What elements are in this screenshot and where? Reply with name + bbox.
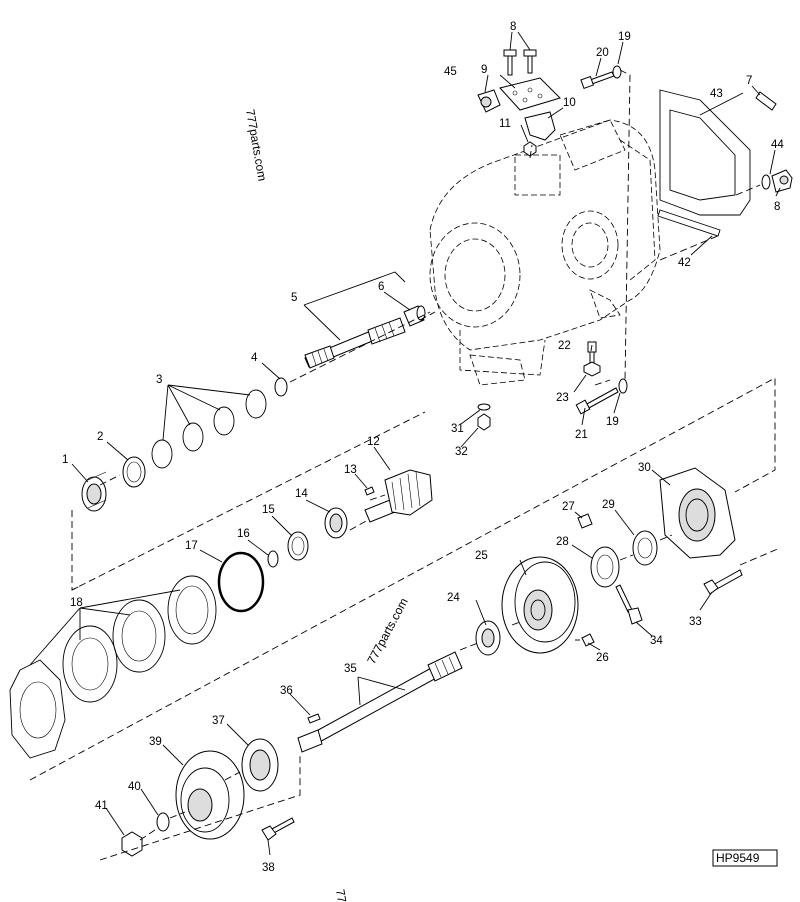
callout-29: 29 xyxy=(602,499,615,511)
callout-43: 43 xyxy=(710,88,723,100)
key-36 xyxy=(307,713,321,724)
callout-14: 14 xyxy=(295,488,308,500)
callout-39: 39 xyxy=(149,736,162,748)
rings-3 xyxy=(151,389,267,469)
callout-32: 32 xyxy=(455,446,468,458)
transmission-housing xyxy=(429,119,661,386)
clip-45 xyxy=(477,89,501,113)
bushing-6 xyxy=(403,305,426,327)
callout-21: 21 xyxy=(575,429,588,441)
pin-7 xyxy=(755,91,777,111)
plate-9 xyxy=(499,77,561,111)
callout-11: 11 xyxy=(499,118,511,130)
seal-29 xyxy=(632,530,658,566)
key-13 xyxy=(364,486,375,496)
bolt-20 xyxy=(580,65,622,90)
drain-plug-31-32 xyxy=(477,403,491,431)
callout-28: 28 xyxy=(556,536,569,548)
callout-42: 44 xyxy=(771,139,784,151)
callout-44: 42 xyxy=(678,257,691,269)
bearing-1 xyxy=(81,471,107,512)
callout-41: 41 xyxy=(95,800,108,812)
seal-28 xyxy=(590,546,620,588)
callout-25: 25 xyxy=(475,550,488,562)
race-2 xyxy=(122,456,146,488)
shims-18 xyxy=(9,575,217,759)
race-15 xyxy=(287,531,309,561)
bearing-24 xyxy=(475,620,501,656)
callout-9: 9 xyxy=(481,64,487,76)
washer-16 xyxy=(267,550,279,568)
callout-2: 2 xyxy=(97,431,103,443)
callout-16: 16 xyxy=(237,528,250,540)
bolt-21 xyxy=(575,378,628,415)
shaft-5 xyxy=(304,317,406,369)
callout-17: 17 xyxy=(185,540,198,552)
figure-code-box: HP9549 xyxy=(712,849,778,867)
gasket-43 xyxy=(659,89,751,216)
callout-15: 15 xyxy=(262,504,275,516)
callout-37: 37 xyxy=(212,715,225,727)
pinion-gear-12 xyxy=(364,469,433,523)
callout-38: 38 xyxy=(262,862,275,874)
watermark-777parts-3: 777 xyxy=(333,888,350,902)
leader-lines xyxy=(29,31,781,856)
callout-36: 36 xyxy=(280,685,293,697)
callout-6: 6 xyxy=(378,281,384,293)
callout-8-right: 8 xyxy=(774,201,780,213)
bolt-33 xyxy=(703,569,743,595)
o-ring-17 xyxy=(217,551,265,613)
bearing-14 xyxy=(324,507,348,539)
washer-40 xyxy=(156,812,170,832)
callout-10: 10 xyxy=(563,97,576,109)
bracket-10 xyxy=(524,111,556,141)
callout-35: 35 xyxy=(344,663,357,675)
nut-11 xyxy=(523,141,537,157)
callout-19-top: 19 xyxy=(618,31,631,43)
callout-1: 1 xyxy=(62,454,68,466)
bolt-8-right xyxy=(761,169,793,193)
callout-3: 3 xyxy=(156,374,162,386)
callout-40: 40 xyxy=(128,781,141,793)
screw-26 xyxy=(581,633,595,647)
callout-20: 20 xyxy=(596,47,609,59)
assembly-lines xyxy=(29,69,781,861)
callout-23: 23 xyxy=(556,392,569,404)
pulley-39 xyxy=(175,750,245,840)
figure-code: HP9549 xyxy=(716,851,760,865)
callout-7: 7 xyxy=(746,75,752,87)
callout-labels: 8 19 20 45 9 7 43 10 11 44 8 42 6 5 22 4… xyxy=(62,21,784,874)
callout-12: 12 xyxy=(367,436,380,448)
callout-18: 18 xyxy=(70,597,83,609)
callout-19-lower: 19 xyxy=(606,416,619,428)
bolt-38 xyxy=(261,817,295,841)
cover-30 xyxy=(659,467,736,559)
watermark-777parts-2: 777parts.com xyxy=(364,596,410,667)
callout-34: 34 xyxy=(650,635,663,647)
callout-24: 24 xyxy=(447,592,460,604)
callout-26: 26 xyxy=(596,652,609,664)
callout-5: 5 xyxy=(291,292,297,304)
callout-30: 30 xyxy=(638,462,651,474)
shaft-35 xyxy=(297,651,463,753)
washer-4 xyxy=(274,377,288,397)
screws-8-top xyxy=(503,49,537,76)
callout-33: 33 xyxy=(689,616,702,628)
pulley-25 xyxy=(501,556,579,654)
plate-44 xyxy=(657,209,721,237)
callout-4: 4 xyxy=(251,352,258,364)
bolt-34 xyxy=(615,584,643,625)
watermark-777parts-1: 777parts.com xyxy=(243,108,269,182)
nut-41 xyxy=(121,831,143,857)
callout-8-top: 8 xyxy=(510,21,516,33)
callout-45: 45 xyxy=(444,66,457,78)
seal-37 xyxy=(241,738,279,792)
callout-31: 31 xyxy=(451,423,464,435)
callout-22: 22 xyxy=(558,340,571,352)
callout-27: 27 xyxy=(562,501,575,513)
callout-13: 13 xyxy=(344,464,357,476)
